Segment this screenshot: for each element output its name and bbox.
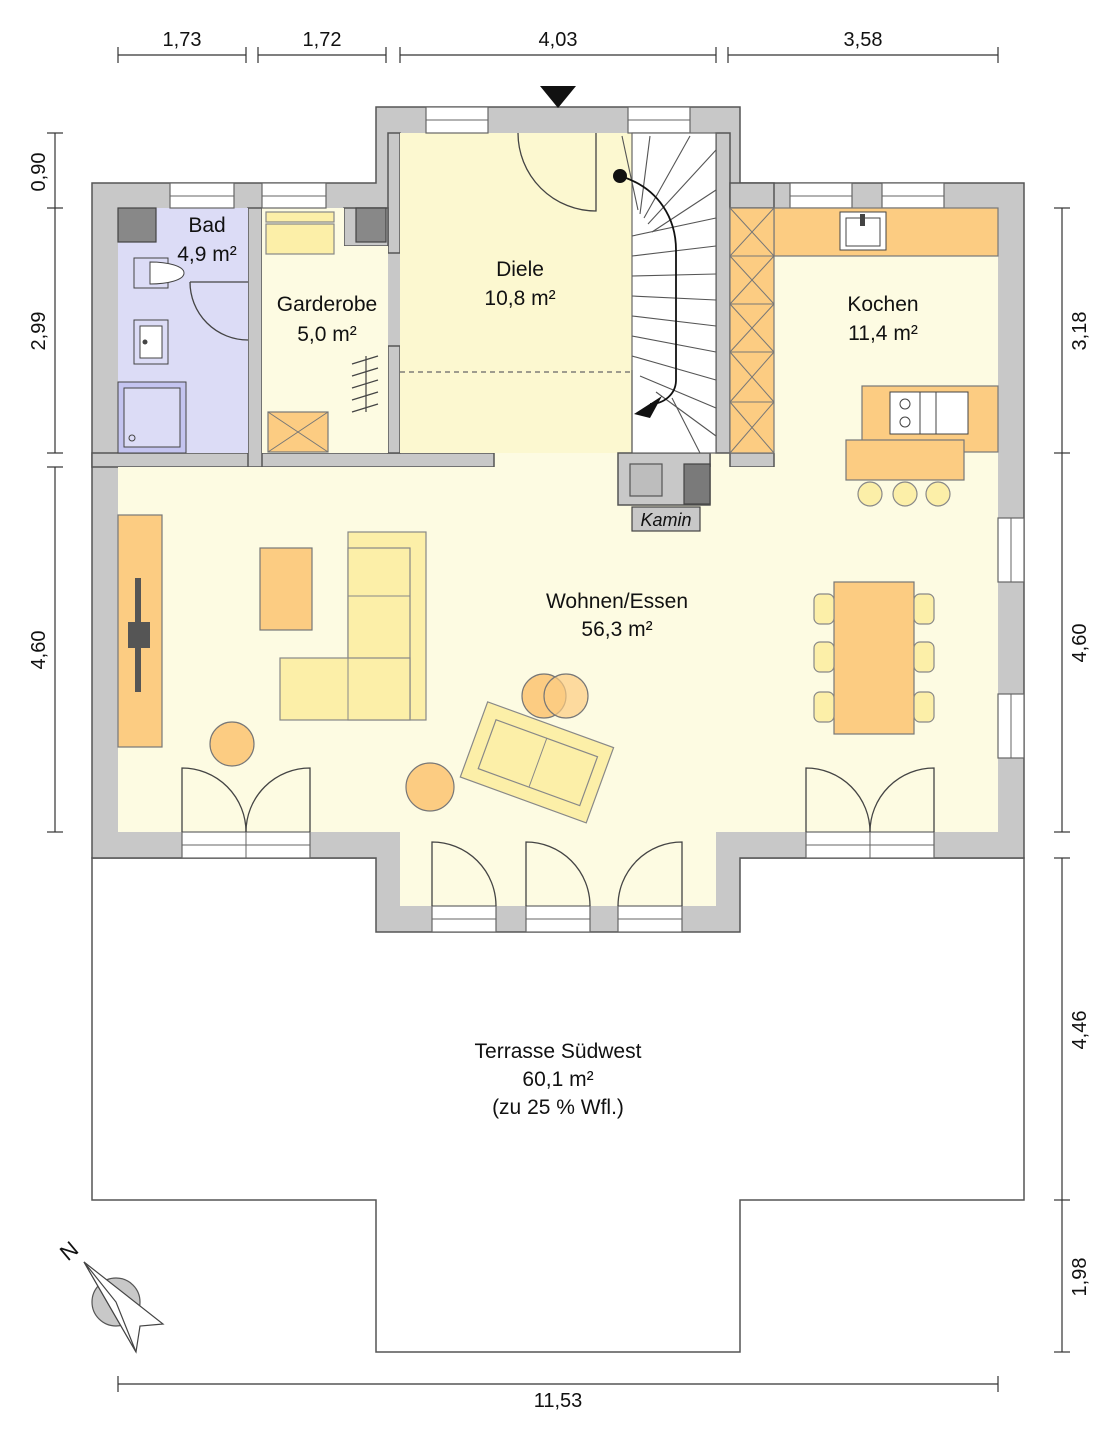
- room-area-garderobe: 5,0 m²: [297, 323, 357, 346]
- room-name-kochen: Kochen: [847, 293, 918, 316]
- room-area-wohnen: 56,3 m²: [581, 618, 652, 641]
- room-note-terrasse: (zu 25 % Wfl.): [492, 1096, 624, 1119]
- dimension-lines: [47, 47, 1070, 1392]
- dim-top-2: 1,72: [303, 29, 342, 51]
- fireplace: Kamin: [617, 452, 711, 532]
- door-swings: [181, 132, 935, 907]
- living-furniture: [117, 514, 935, 824]
- room-name-terrasse: Terrasse Südwest: [475, 1040, 642, 1063]
- dim-top-1: 1,73: [163, 29, 202, 51]
- wardrobe-furniture: [265, 211, 379, 453]
- dim-top-4: 3,58: [844, 29, 883, 51]
- room-name-bad: Bad: [188, 214, 225, 237]
- dim-bottom: 11,53: [534, 1390, 583, 1412]
- room-area-kochen: 11,4 m²: [848, 322, 918, 345]
- kamin-label: Kamin: [640, 510, 691, 530]
- kitchen-furniture: [729, 207, 999, 507]
- dim-right-1: 3,18: [1069, 312, 1091, 351]
- stove-icon: [889, 391, 969, 435]
- dim-right-4: 1,98: [1069, 1258, 1091, 1297]
- north-label: N: [55, 1236, 83, 1265]
- dim-right-2: 4,60: [1069, 624, 1091, 663]
- room-labels: Bad 4,9 m² Garderobe 5,0 m² Diele 10,8 m…: [177, 214, 918, 1119]
- dimension-labels: 1,73 1,72 4,03 3,58 0,90 2,99 4,60 3,18 …: [28, 29, 1091, 1412]
- room-area-diele: 10,8 m²: [484, 287, 555, 310]
- terrace: [91, 857, 1025, 1353]
- north-arrow-icon: N: [55, 1236, 165, 1354]
- dim-top-3: 4,03: [539, 29, 578, 51]
- room-name-diele: Diele: [496, 258, 544, 281]
- bathroom-fixtures: [117, 257, 187, 454]
- room-area-bad: 4,9 m²: [177, 243, 237, 266]
- shaft-garderobe: [355, 207, 387, 243]
- shaft-bad: [117, 207, 157, 243]
- tall-cabinets: [729, 207, 775, 454]
- windows: [169, 106, 1025, 933]
- room-name-wohnen: Wohnen/Essen: [546, 590, 688, 613]
- dim-right-3: 4,46: [1069, 1011, 1091, 1050]
- staircase: [400, 132, 717, 454]
- dim-left-3: 4,60: [28, 631, 50, 670]
- room-name-garderobe: Garderobe: [277, 293, 377, 316]
- dim-left-2: 2,99: [28, 312, 50, 351]
- room-area-terrasse: 60,1 m²: [522, 1068, 593, 1091]
- dim-left-1: 0,90: [28, 153, 50, 192]
- entrance-arrow-icon: [540, 86, 576, 108]
